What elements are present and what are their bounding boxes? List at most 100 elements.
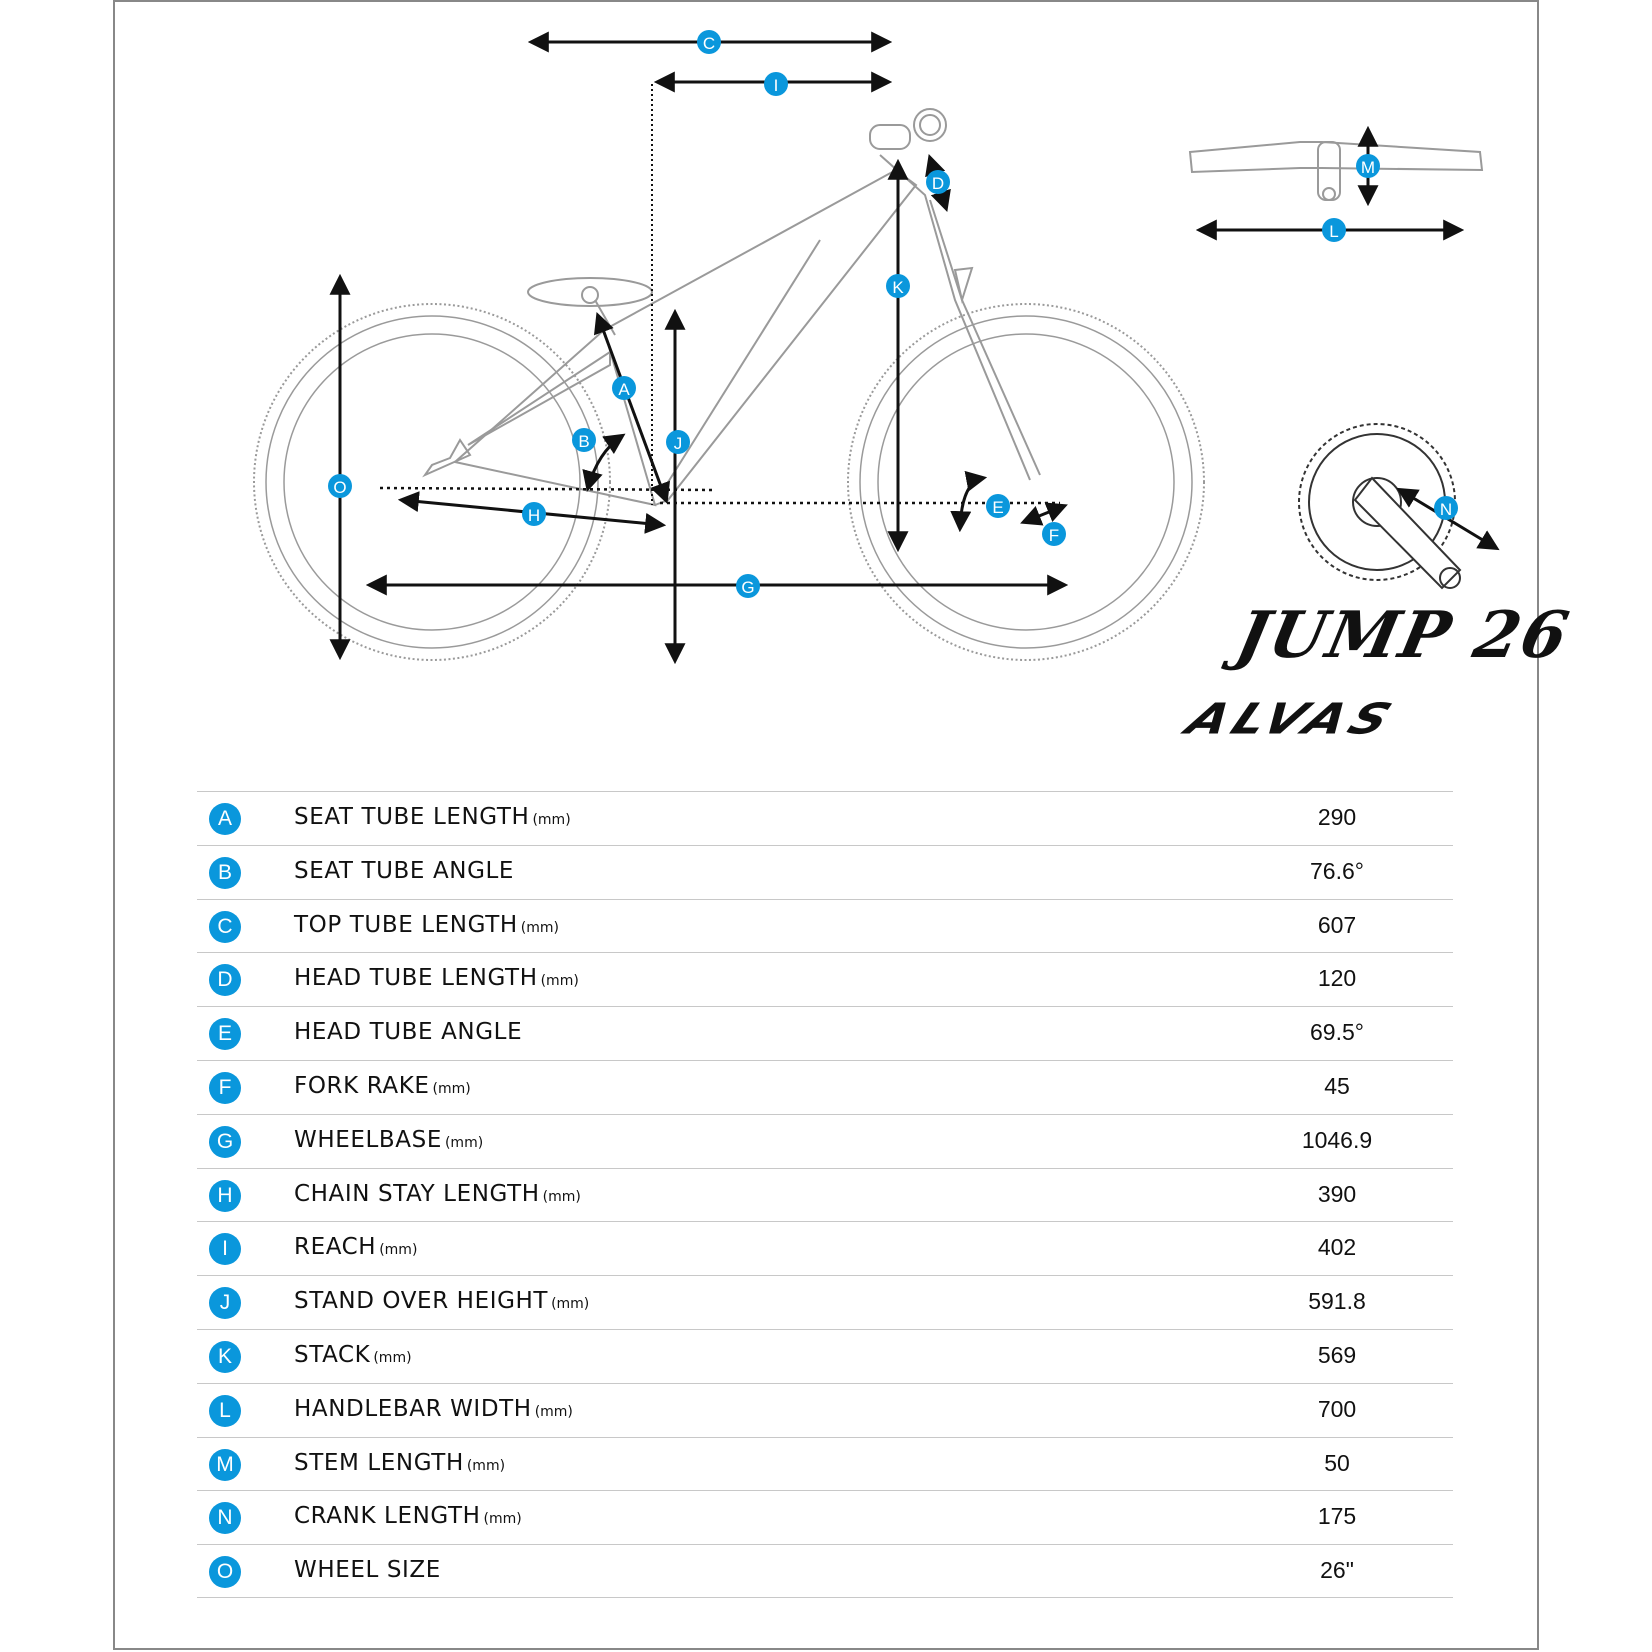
spec-key-badge: E <box>209 1018 241 1051</box>
svg-text:C: C <box>703 34 715 53</box>
spec-label-text: HANDLEBAR WIDTH <box>294 1395 532 1422</box>
spec-label-text: WHEELBASE <box>294 1126 442 1153</box>
svg-text:G: G <box>741 578 754 597</box>
spec-label-text: CHAIN STAY LENGTH <box>294 1180 540 1207</box>
diagram-marker-m: M <box>1356 154 1380 178</box>
spec-label: HEAD TUBE LENGTH(mm) <box>294 965 579 991</box>
spec-label: SEAT TUBE LENGTH(mm) <box>294 804 571 830</box>
spec-key-badge: J <box>209 1287 241 1320</box>
spec-label: STEM LENGTH(mm) <box>294 1450 505 1476</box>
spec-label: STAND OVER HEIGHT(mm) <box>294 1288 589 1314</box>
spec-row: G WHEELBASE(mm) 1046.9 <box>197 1113 1453 1168</box>
spec-row: A SEAT TUBE LENGTH(mm) 290 <box>197 791 1453 845</box>
spec-value: 26" <box>1320 1557 1354 1584</box>
spec-unit: (mm) <box>542 1188 581 1205</box>
svg-text:B: B <box>578 432 589 451</box>
spec-sheet-frame <box>113 0 1539 1650</box>
spec-row: K STACK(mm) 569 <box>197 1328 1453 1383</box>
spec-key-badge: O <box>209 1556 241 1589</box>
spec-row: C TOP TUBE LENGTH(mm) 607 <box>197 898 1453 953</box>
spec-unit: (mm) <box>534 1403 573 1420</box>
rear-wheel <box>253 303 611 661</box>
spec-key-badge: A <box>209 803 241 835</box>
spec-label-text: SEAT TUBE ANGLE <box>294 857 515 884</box>
spec-row: O WHEEL SIZE 26" <box>197 1544 1453 1598</box>
spec-value: 569 <box>1317 1341 1357 1368</box>
spec-key-badge: G <box>209 1125 241 1158</box>
spec-unit: (mm) <box>444 1134 484 1151</box>
spec-label: HEAD TUBE ANGLE <box>294 1019 525 1045</box>
spec-label: WHEEL SIZE <box>294 1557 444 1583</box>
spec-label: CRANK LENGTH(mm) <box>294 1503 522 1529</box>
spec-label: TOP TUBE LENGTH(mm) <box>294 912 559 938</box>
spec-key-badge: B <box>209 856 241 889</box>
spec-label-text: HEAD TUBE ANGLE <box>294 1019 523 1046</box>
spec-label-text: FORK RAKE <box>294 1072 430 1099</box>
diagram-marker-i: I <box>764 72 788 96</box>
spec-value: 50 <box>1324 1449 1350 1476</box>
spec-label-text: SEAT TUBE LENGTH <box>294 804 530 830</box>
spec-value: 45 <box>1324 1072 1350 1099</box>
diagram-marker-a: A <box>612 376 636 400</box>
spec-value: 175 <box>1317 1503 1357 1530</box>
brand-logo: ALVAS <box>1178 694 1406 744</box>
spec-value: 700 <box>1317 1395 1357 1422</box>
diagram-marker-e: E <box>986 494 1010 518</box>
diagram-marker-n: N <box>1434 496 1458 520</box>
svg-text:F: F <box>1049 526 1059 545</box>
spec-key-badge: K <box>209 1340 241 1373</box>
svg-text:N: N <box>1440 500 1452 519</box>
spec-row: J STAND OVER HEIGHT(mm) 591.8 <box>197 1275 1453 1329</box>
spec-unit: (mm) <box>466 1457 506 1474</box>
spec-label: CHAIN STAY LENGTH(mm) <box>294 1181 581 1207</box>
spec-key-badge: N <box>209 1502 241 1535</box>
spec-unit: (mm) <box>540 973 579 990</box>
handlebar-inset <box>1188 141 1484 201</box>
svg-text:I: I <box>774 76 779 95</box>
spec-label: SEAT TUBE ANGLE <box>294 858 517 884</box>
spec-value: 290 <box>1317 804 1357 830</box>
spec-unit: (mm) <box>483 1511 522 1528</box>
spec-label-text: WHEEL SIZE <box>294 1557 441 1584</box>
diagram-marker-h: H <box>522 502 546 526</box>
spec-label: STACK(mm) <box>294 1342 412 1368</box>
diagram-marker-g: G <box>736 574 760 598</box>
spec-key-badge: D <box>209 964 241 997</box>
front-wheel <box>847 303 1205 661</box>
spec-unit: (mm) <box>432 1080 471 1097</box>
svg-text:M: M <box>1361 158 1375 177</box>
svg-text:J: J <box>674 434 683 453</box>
spec-value: 607 <box>1317 911 1357 938</box>
bike-geometry-diagram: C I D K A B J O H E F G M L N <box>253 30 1500 665</box>
svg-text:O: O <box>333 478 346 497</box>
diagram-marker-o: O <box>328 474 352 498</box>
spec-unit: (mm) <box>373 1349 412 1366</box>
svg-text:A: A <box>618 380 630 399</box>
spec-label-text: TOP TUBE LENGTH <box>294 911 518 938</box>
diagram-marker-f: F <box>1042 522 1066 546</box>
model-logo: JUMP 26 <box>1230 598 1577 673</box>
diagram-marker-k: K <box>886 274 910 298</box>
svg-text:D: D <box>932 174 944 193</box>
svg-text:L: L <box>1329 222 1338 241</box>
spec-value: 1046.9 <box>1301 1126 1373 1153</box>
spec-label: FORK RAKE(mm) <box>294 1073 471 1099</box>
spec-key-badge: I <box>209 1233 241 1266</box>
spec-value: 591.8 <box>1308 1288 1366 1315</box>
spec-label-text: STAND OVER HEIGHT <box>294 1288 549 1315</box>
spec-value: 120 <box>1317 965 1357 992</box>
spec-value: 402 <box>1317 1234 1357 1261</box>
spec-unit: (mm) <box>551 1296 590 1313</box>
spec-unit: (mm) <box>520 919 559 936</box>
spec-label: WHEELBASE(mm) <box>294 1127 483 1153</box>
spec-label-text: STEM LENGTH <box>294 1449 464 1476</box>
spec-key-badge: C <box>209 910 241 943</box>
spec-unit: (mm) <box>379 1242 418 1259</box>
